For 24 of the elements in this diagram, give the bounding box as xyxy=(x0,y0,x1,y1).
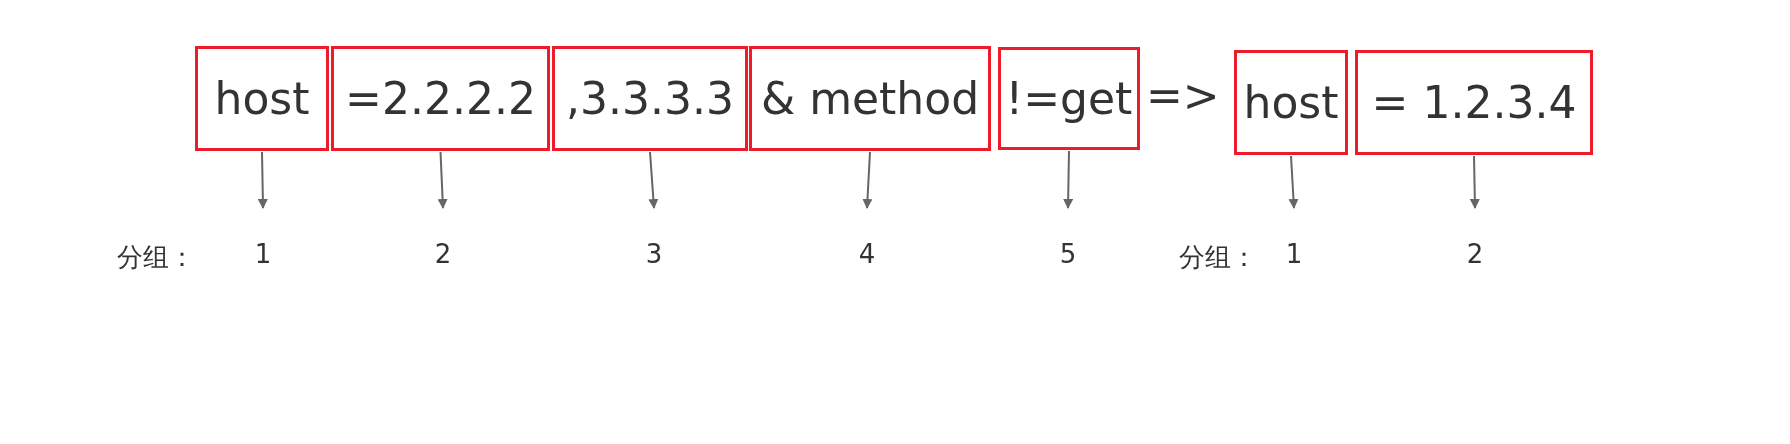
group-number: 1 xyxy=(243,236,283,272)
arrow xyxy=(1469,155,1480,209)
highlight-box: =2.2.2.2 xyxy=(331,46,550,151)
group-label: 分组： xyxy=(117,241,195,274)
operator-symbol: => xyxy=(1146,70,1220,121)
highlight-box: !=get xyxy=(998,47,1140,150)
group-number: 3 xyxy=(634,236,674,272)
arrow xyxy=(862,151,873,209)
arrow xyxy=(648,151,659,209)
group-number: 2 xyxy=(1455,236,1495,272)
arrow xyxy=(437,151,448,209)
arrow xyxy=(1288,155,1299,209)
highlight-box: ,3.3.3.3 xyxy=(552,46,748,151)
highlight-box: & method xyxy=(749,46,991,151)
arrow xyxy=(1063,150,1074,209)
highlight-box: = 1.2.3.4 xyxy=(1355,50,1593,155)
highlight-box: host xyxy=(1234,50,1348,155)
group-number: 2 xyxy=(423,236,463,272)
group-label: 分组： xyxy=(1179,241,1257,274)
group-number: 4 xyxy=(847,236,887,272)
group-number: 5 xyxy=(1048,236,1088,272)
highlight-box: host xyxy=(195,46,329,151)
arrow xyxy=(257,151,268,209)
group-number: 1 xyxy=(1274,236,1314,272)
